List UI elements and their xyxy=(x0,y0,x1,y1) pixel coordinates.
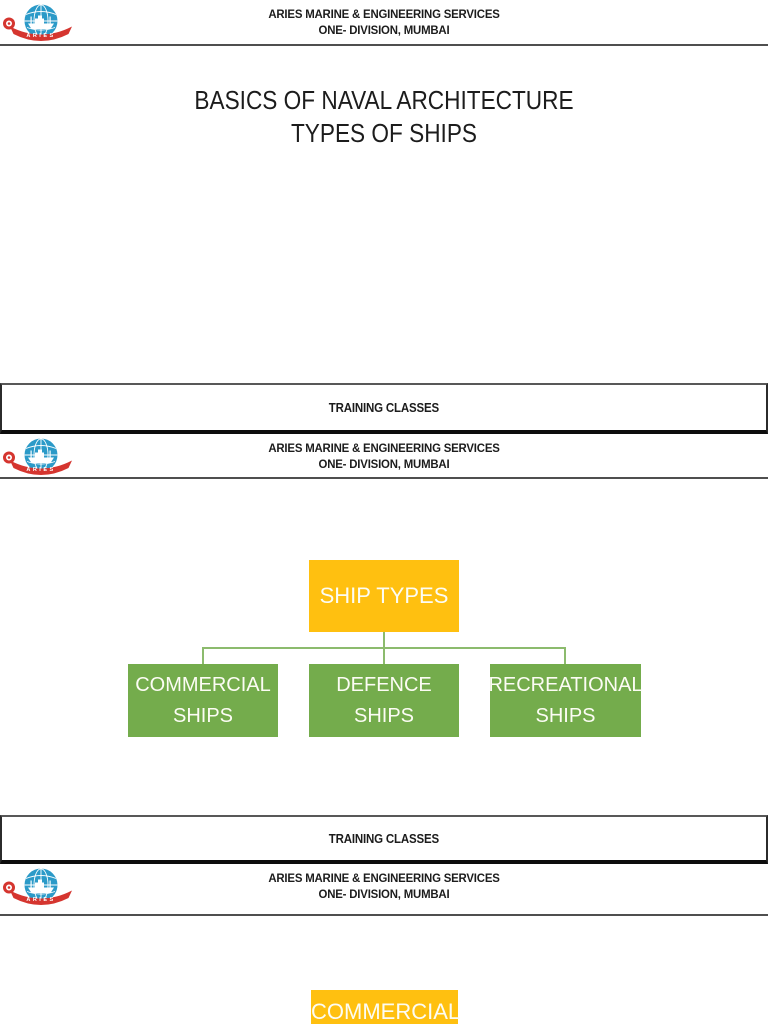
org-chart-child-commercial-ships: COMMERCIAL SHIPS xyxy=(128,664,278,737)
org-chart-root-ship-types: SHIP TYPES xyxy=(309,560,459,632)
title-line-2: TYPES OF SHIPS xyxy=(290,118,478,148)
child-label-line2: SHIPS xyxy=(535,704,596,727)
aries-logo-icon: ARIES xyxy=(3,4,72,41)
company-division: ONE- DIVISION, MUMBAI xyxy=(318,456,450,471)
child-label-line1: RECREATIONAL xyxy=(488,673,643,696)
company-header: ARIES ARIES MARINE & ENGINEERING SERVICE… xyxy=(0,0,768,46)
training-classes-label: TRAINING CLASSES xyxy=(328,831,440,846)
training-classes-label: TRAINING CLASSES xyxy=(328,400,440,415)
org-chart-root-commercial: COMMERCIAL xyxy=(311,990,461,1024)
logo-ribbon-text: ARIES xyxy=(26,467,55,473)
connector-line xyxy=(202,647,566,649)
connector-line xyxy=(564,647,566,664)
child-label-line1: COMMERCIAL xyxy=(135,673,271,696)
logo-ribbon-text: ARIES xyxy=(26,897,55,903)
org-chart-child-recreational-ships: RECREATIONAL SHIPS xyxy=(488,664,643,737)
company-name: ARIES MARINE & ENGINEERING SERVICES xyxy=(268,871,500,885)
company-division: ONE- DIVISION, MUMBAI xyxy=(318,886,450,901)
company-name: ARIES MARINE & ENGINEERING SERVICES xyxy=(268,441,500,455)
child-label-line1: DEFENCE xyxy=(336,673,432,696)
company-name-block: ARIES MARINE & ENGINEERING SERVICES ONE-… xyxy=(19,871,749,902)
company-name-block: ARIES MARINE & ENGINEERING SERVICES ONE-… xyxy=(19,441,749,472)
child-label-line2: SHIPS xyxy=(353,704,415,727)
aries-logo-icon: ARIES xyxy=(3,438,72,475)
child-label-line2: SHIPS xyxy=(172,704,234,727)
slide-title-text: BASICS OF NAVAL ARCHITECTURE TYPES OF SH… xyxy=(50,84,718,150)
company-division: ONE- DIVISION, MUMBAI xyxy=(318,22,450,37)
org-chart-child-defence-ships: DEFENCE SHIPS xyxy=(309,664,459,737)
training-classes-bar: TRAINING CLASSES xyxy=(0,383,768,434)
slide-commercial: ARIES ARIES MARINE & ENGINEERING SERVICE… xyxy=(0,864,768,1024)
company-name: ARIES MARINE & ENGINEERING SERVICES xyxy=(268,7,500,21)
slide-ship-types: ARIES ARIES MARINE & ENGINEERING SERVICE… xyxy=(0,434,768,864)
company-header: ARIES ARIES MARINE & ENGINEERING SERVICE… xyxy=(0,434,768,479)
company-header: ARIES ARIES MARINE & ENGINEERING SERVICE… xyxy=(0,864,768,916)
root-label: SHIP TYPES xyxy=(319,583,449,608)
title-line-1: BASICS OF NAVAL ARCHITECTURE xyxy=(194,85,574,115)
connector-line xyxy=(202,647,204,664)
commercial-box-label: COMMERCIAL xyxy=(311,999,461,1024)
training-classes-bar: TRAINING CLASSES xyxy=(0,815,768,864)
aries-logo-icon: ARIES xyxy=(3,868,72,905)
slide-title: ARIES ARIES MARINE & ENGINEERING SERVICE… xyxy=(0,0,768,434)
logo-ribbon-text: ARIES xyxy=(26,33,55,39)
company-name-block: ARIES MARINE & ENGINEERING SERVICES ONE-… xyxy=(19,7,749,38)
